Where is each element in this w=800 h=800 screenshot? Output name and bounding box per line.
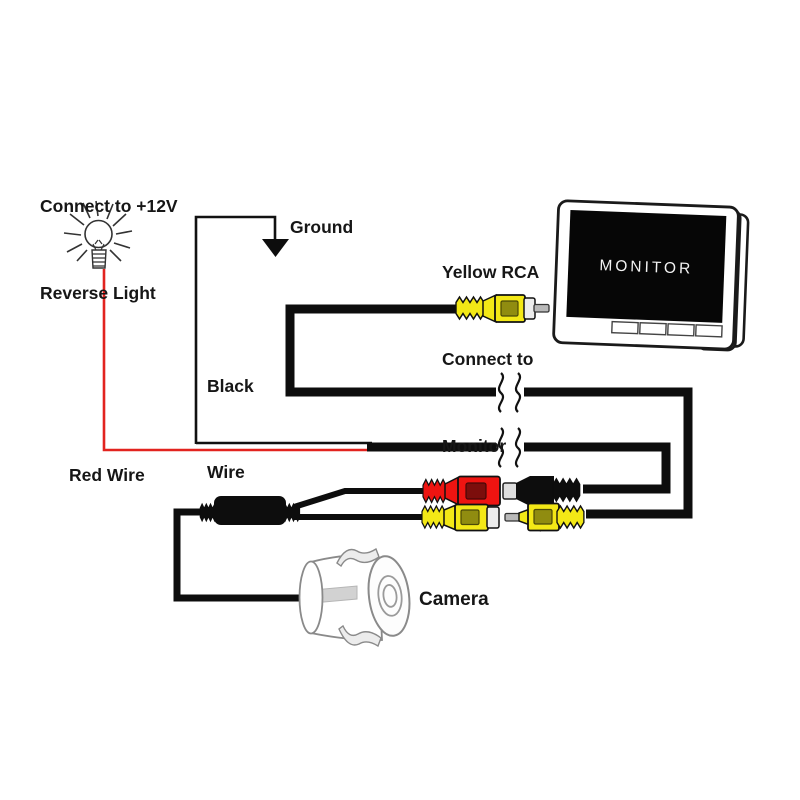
label-yellow-rca-line3: Monitor bbox=[442, 436, 507, 456]
inline-power-connector-icon bbox=[199, 496, 301, 525]
monitor: MONITOR bbox=[552, 199, 750, 352]
monitor-button bbox=[639, 322, 667, 336]
label-yellow-rca: Yellow RCA Connect to Monitor bbox=[442, 200, 539, 519]
reverse-light-bulb-icon bbox=[63, 200, 133, 269]
yellow-rca-trunk-plug-icon bbox=[504, 502, 585, 532]
monitor-button bbox=[666, 323, 695, 337]
label-yellow-rca-line2: Connect to bbox=[442, 349, 534, 369]
label-reverse-light: Connect to +12V Reverse Light bbox=[40, 134, 178, 366]
yellow-rca-monitor-plug-icon bbox=[455, 293, 550, 324]
camera-lens bbox=[367, 555, 411, 637]
label-black-wire-line1: Black bbox=[207, 376, 254, 396]
yellow-rca-camera-jack-icon bbox=[421, 503, 500, 532]
monitor-button bbox=[611, 320, 639, 335]
ground-arrow-icon bbox=[262, 239, 289, 257]
label-black-wire: Black Wire bbox=[207, 314, 254, 544]
red-power-wire bbox=[102, 269, 372, 452]
camera-icon bbox=[298, 547, 411, 648]
red-rca-connector-icon bbox=[422, 475, 501, 507]
label-reverse-light-line2: Reverse Light bbox=[40, 283, 156, 303]
video-cable-wire bbox=[285, 304, 693, 519]
power-trunk-wire bbox=[367, 442, 671, 494]
label-black-wire-line2: Wire bbox=[207, 462, 245, 482]
label-yellow-rca-line1: Yellow RCA bbox=[442, 262, 540, 282]
label-ground: Ground bbox=[290, 217, 354, 237]
monitor-buttons bbox=[611, 320, 723, 338]
monitor-screen bbox=[566, 209, 727, 323]
label-camera: Camera bbox=[419, 589, 489, 610]
monitor-button bbox=[694, 324, 723, 338]
camera-clip bbox=[338, 624, 382, 648]
label-red-wire: Red Wire bbox=[69, 465, 145, 485]
camera-wire bbox=[173, 508, 301, 602]
label-reverse-light-line1: Connect to +12V bbox=[40, 196, 178, 216]
pigtail-power-branch-wire bbox=[293, 488, 426, 510]
rca-pin bbox=[533, 303, 550, 313]
monitor-screen-label: MONITOR bbox=[599, 257, 693, 278]
black-power-plug-icon bbox=[502, 476, 581, 506]
camera-clip bbox=[336, 547, 380, 568]
light-rays bbox=[63, 200, 133, 262]
ground-wire bbox=[194, 215, 372, 445]
